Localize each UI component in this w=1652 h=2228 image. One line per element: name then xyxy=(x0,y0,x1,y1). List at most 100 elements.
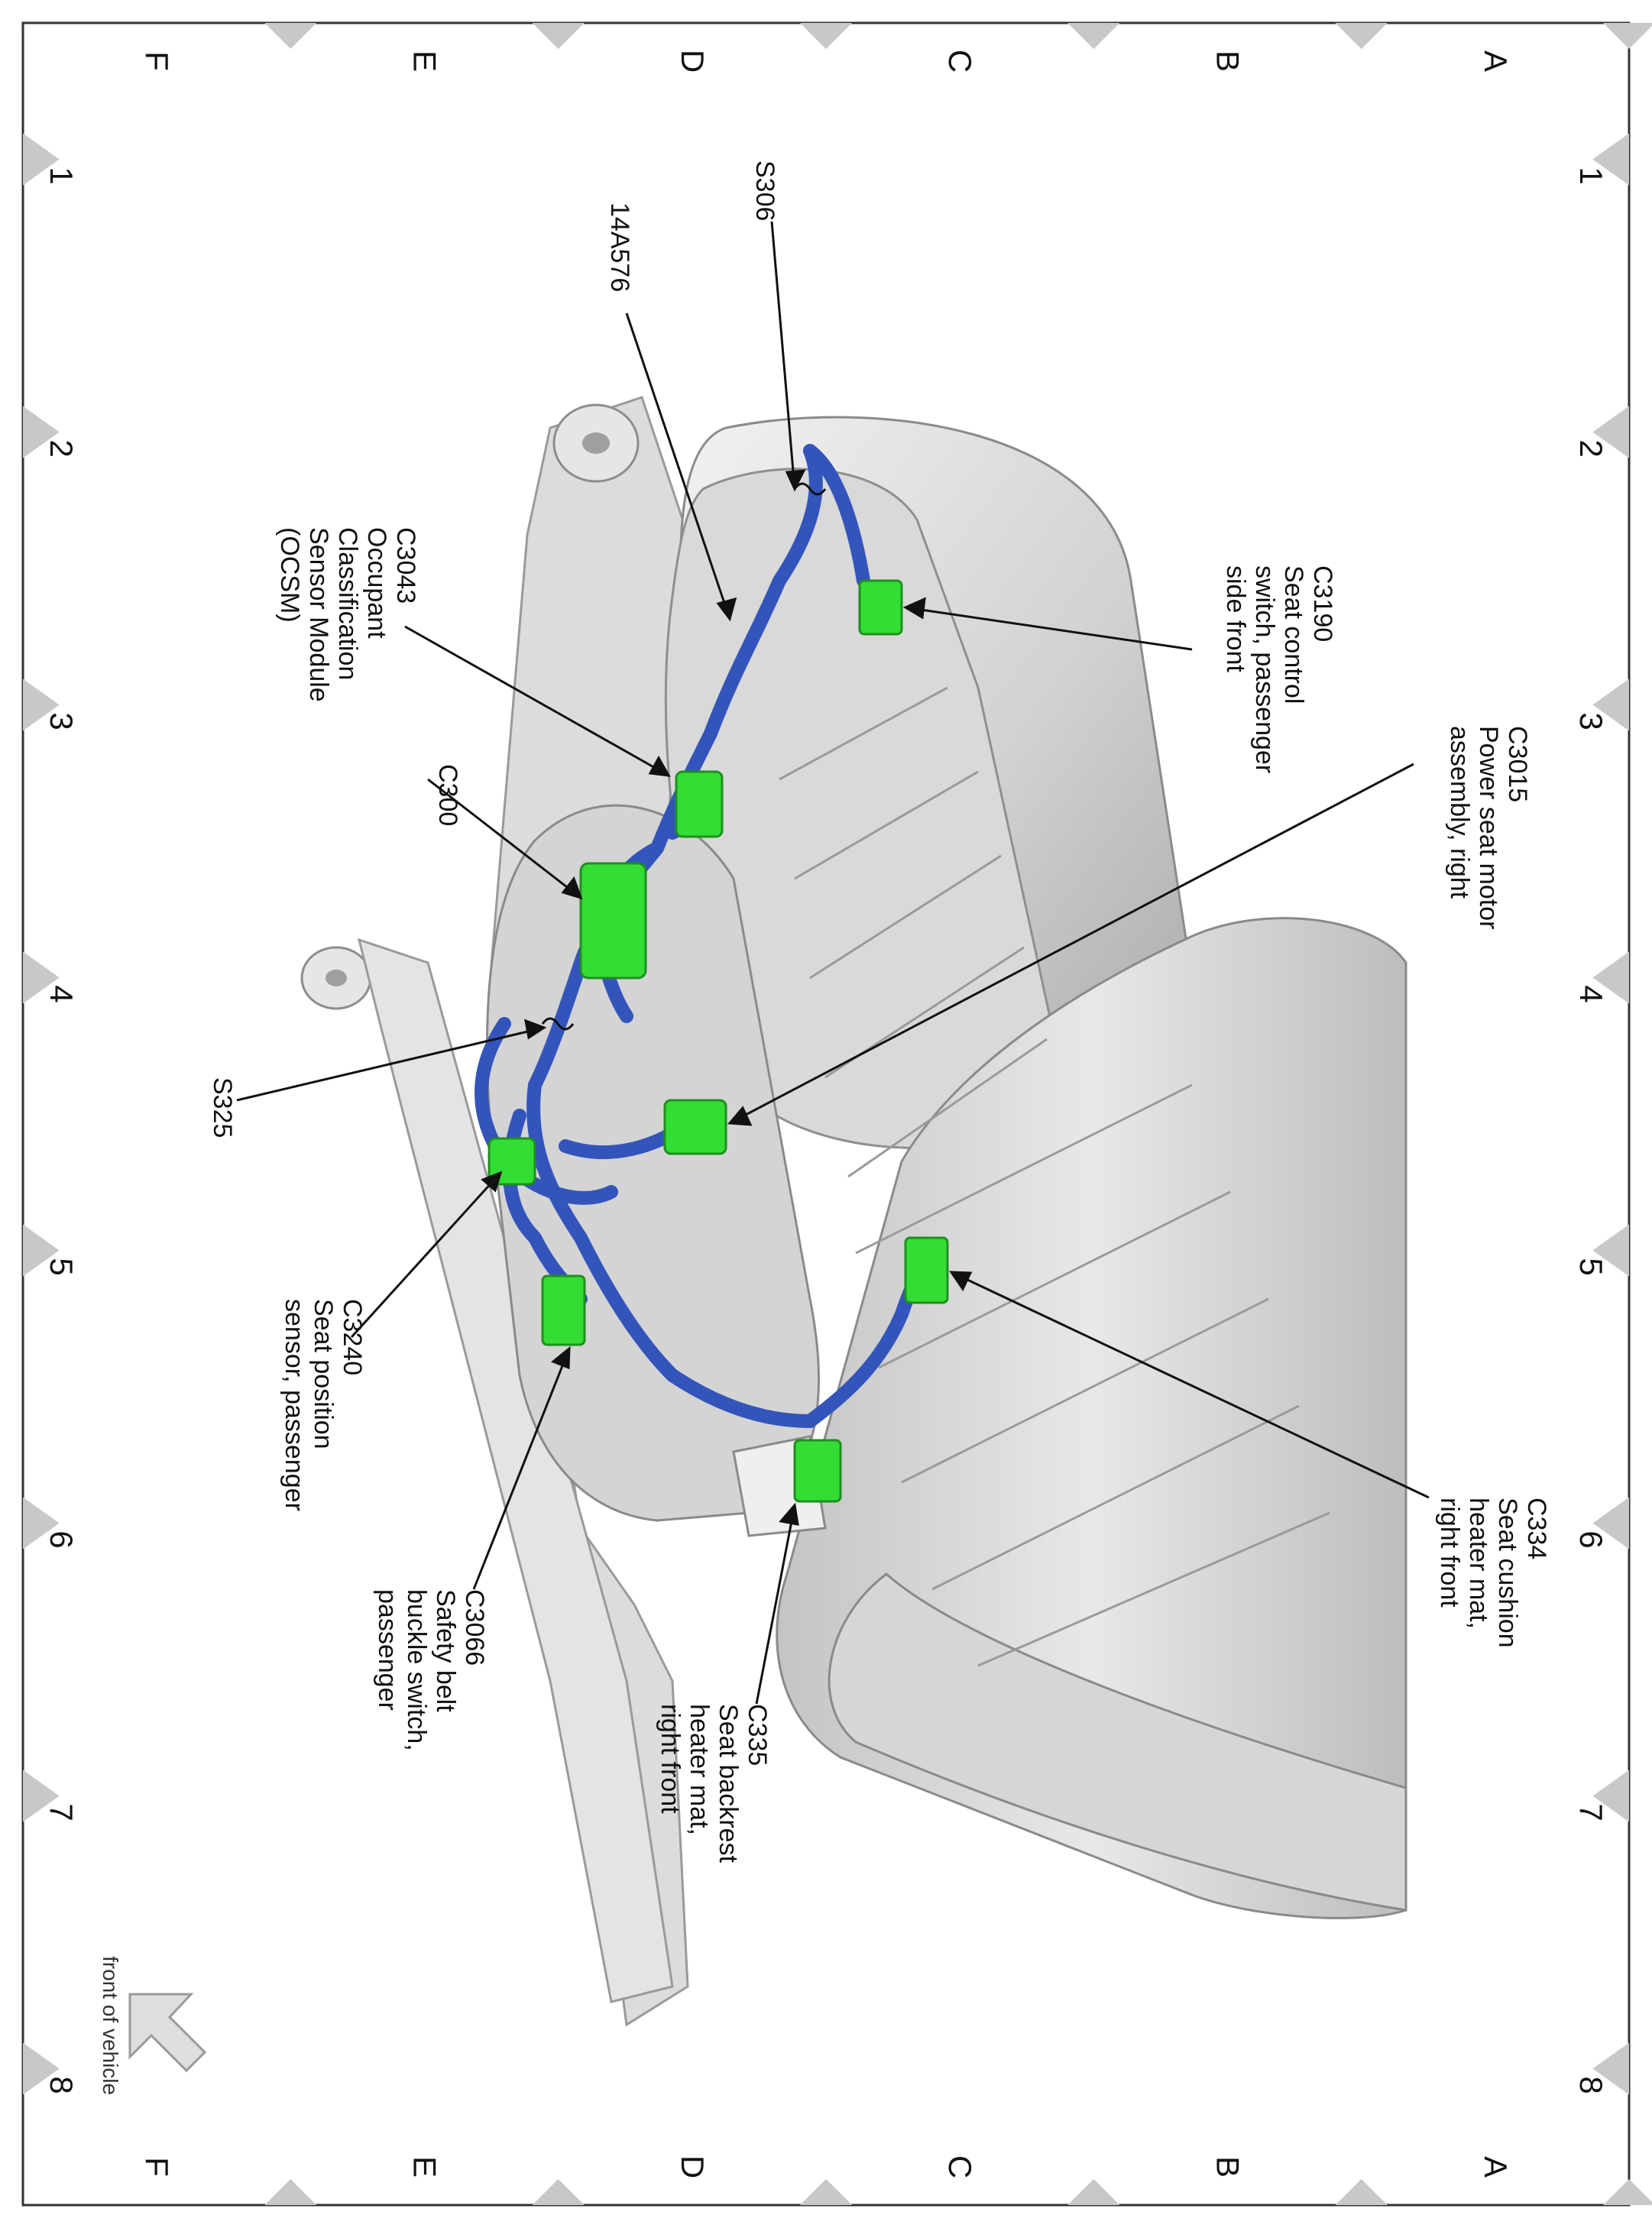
grid-row-label: A xyxy=(1478,2156,1514,2178)
callout-line: S325 xyxy=(208,1077,237,1138)
callout-line: Seat backrest xyxy=(714,1704,743,1863)
grid-marker xyxy=(23,133,60,186)
grid-column-label: 8 xyxy=(1573,2076,1609,2094)
callout-line: switch, passenger xyxy=(1250,565,1279,773)
callout-line: (OCSM) xyxy=(275,527,304,623)
splice-s306 xyxy=(793,482,827,496)
frame-mount-top-hole xyxy=(582,432,610,454)
grid-marker xyxy=(264,2179,317,2205)
grid-marker xyxy=(1067,23,1120,49)
connector-c3015 xyxy=(663,1099,727,1155)
callout-c3015: C3015Power seat motorassembly, right xyxy=(1445,726,1532,929)
grid-column-label: 7 xyxy=(1573,1803,1609,1821)
grid-column-label: 2 xyxy=(44,439,79,457)
grid-row-label: A xyxy=(1478,50,1514,72)
grid-row-label: F xyxy=(139,51,175,71)
connector-c3043-box xyxy=(675,770,724,838)
grid-column-label: 3 xyxy=(1573,712,1609,730)
grid-column-label: 6 xyxy=(44,1530,79,1548)
callout-line: right front xyxy=(1435,1498,1464,1608)
callout-line: C3240 xyxy=(338,1299,367,1375)
grid-row-label: C xyxy=(942,50,978,73)
grid-column-label: 3 xyxy=(44,712,79,730)
connector-c3190 xyxy=(858,579,903,636)
grid-marker xyxy=(800,2179,852,2205)
grid-row-label: C xyxy=(942,2155,978,2178)
callout-line: C334 xyxy=(1522,1498,1551,1559)
leader-lines xyxy=(236,221,1430,1705)
grid-column-label: 5 xyxy=(44,1258,79,1275)
grid-marker xyxy=(23,406,60,458)
grid-row-label: B xyxy=(1210,2156,1246,2178)
callout-line: C3015 xyxy=(1503,726,1532,802)
frame-mount-mid-hole xyxy=(326,970,347,986)
connector-c300 xyxy=(579,862,647,980)
callout-c334: C334Seat cushionheater mat,right front xyxy=(1435,1498,1551,1648)
callout-line: Safety belt xyxy=(431,1589,460,1712)
callout-line: C3190 xyxy=(1308,565,1337,642)
grid-row-label: F xyxy=(139,2157,175,2177)
grid-marker xyxy=(23,1224,60,1277)
callout-14a576: 14A576 xyxy=(605,202,634,292)
grid-row-label: E xyxy=(407,50,443,72)
grid-column-label: 4 xyxy=(1573,985,1609,1002)
callout-line: C3066 xyxy=(460,1589,489,1666)
grid-row-label: D xyxy=(675,50,711,73)
grid-column-label: 4 xyxy=(44,985,79,1002)
connectors xyxy=(488,579,949,1503)
grid-column-label: 8 xyxy=(44,2076,79,2094)
connector-c3066 xyxy=(541,1274,586,1346)
grid-marker xyxy=(23,1497,60,1550)
callout-line: passenger xyxy=(373,1589,402,1711)
grid-marker xyxy=(1592,1497,1629,1550)
grid-marker xyxy=(23,951,60,1004)
callout-line: Seat cushion xyxy=(1493,1498,1522,1648)
callout-line: C335 xyxy=(743,1704,772,1766)
callout-line: Classification xyxy=(333,527,362,680)
callout-line: assembly, right xyxy=(1445,726,1474,899)
grid-marker xyxy=(23,678,60,731)
grid-marker xyxy=(1592,1770,1629,1822)
callout-labels: S306 14A576C3043OccupantClassificationSen… xyxy=(208,160,1551,1863)
grid-row-label: B xyxy=(1210,50,1246,72)
connector-c335 xyxy=(793,1439,842,1503)
grid-marker xyxy=(1335,23,1388,49)
callout-line: Seat position xyxy=(309,1299,338,1449)
callout-line: side front xyxy=(1221,565,1250,672)
grid-marker xyxy=(1067,2179,1120,2205)
grid-marker xyxy=(1592,133,1629,186)
grid-marker xyxy=(1592,406,1629,458)
grid-row-label: D xyxy=(675,2155,711,2178)
callout-c3240: C3240Seat positionsensor, passenger xyxy=(280,1299,367,1511)
grid-column-label: 1 xyxy=(1573,167,1609,184)
callout-line: Seat control xyxy=(1279,565,1308,704)
grid-marker xyxy=(23,2042,60,2095)
front-arrow-icon xyxy=(128,1993,207,2073)
grid-marker xyxy=(532,23,585,49)
callout-line: buckle switch, xyxy=(402,1589,431,1751)
grid-marker xyxy=(1592,2042,1629,2095)
grid-marker xyxy=(1603,2179,1652,2205)
front-of-vehicle-indicator: front of vehicle xyxy=(99,1956,207,2095)
grid-column-label: 7 xyxy=(44,1803,79,1821)
callout-c3190: C3190Seat controlswitch, passengerside f… xyxy=(1221,565,1337,773)
grid-marker xyxy=(23,1770,60,1822)
splice-s325 xyxy=(541,1017,575,1031)
grid-marker xyxy=(1592,951,1629,1004)
grid-column-label: 5 xyxy=(1573,1258,1609,1275)
callout-s306: S306 xyxy=(750,160,779,221)
callout-c3043: C3043OccupantClassificationSensor Module… xyxy=(275,527,420,702)
callout-line: C3043 xyxy=(391,527,420,604)
harness-branch-c3190 xyxy=(803,444,870,588)
cushion-pleats xyxy=(855,1083,1330,1667)
callout-line: Power seat motor xyxy=(1474,726,1503,929)
callout-line: S306 xyxy=(750,160,779,221)
callout-line: 14A576 xyxy=(605,202,634,292)
cushion-front-edge xyxy=(828,1572,1407,1912)
grid-marker xyxy=(1592,678,1629,731)
grid-marker xyxy=(800,23,852,49)
callout-line: sensor, passenger xyxy=(280,1299,309,1511)
callout-c3066: C3066Safety beltbuckle switch,passenger xyxy=(373,1589,489,1751)
